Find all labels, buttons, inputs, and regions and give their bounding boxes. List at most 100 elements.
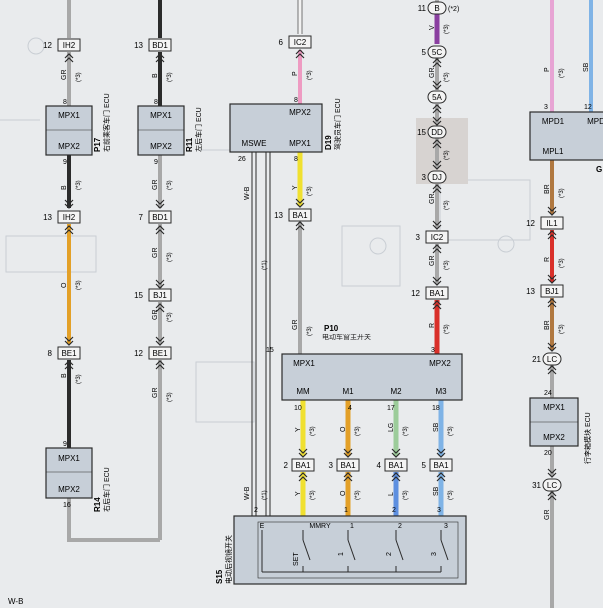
module-p17: MPX1 MPX2 P17 右前乘客车门 ECU bbox=[45, 93, 111, 156]
svg-text:BD1: BD1 bbox=[152, 213, 168, 222]
svg-text:(*1): (*1) bbox=[262, 260, 268, 270]
pin-label: M3 bbox=[435, 387, 447, 396]
module-code: R11 bbox=[185, 137, 194, 152]
port-label: MPX1 bbox=[543, 403, 565, 412]
svg-text:12: 12 bbox=[584, 104, 592, 111]
svg-text:3: 3 bbox=[437, 507, 441, 514]
junction: 5A bbox=[427, 90, 447, 104]
svg-text:26: 26 bbox=[238, 156, 246, 163]
svg-text:BR: BR bbox=[544, 320, 551, 330]
port-label: MPX1 bbox=[58, 111, 80, 120]
svg-text:IC2: IC2 bbox=[431, 233, 444, 242]
svg-text:GR: GR bbox=[429, 194, 436, 205]
module-code: D19 bbox=[324, 135, 333, 150]
svg-text:B: B bbox=[61, 185, 68, 190]
svg-text:(*3): (*3) bbox=[559, 188, 565, 198]
svg-text:(*3): (*3) bbox=[444, 260, 450, 270]
svg-text:O: O bbox=[340, 490, 347, 496]
switch-label: E bbox=[260, 523, 265, 530]
port-label: MPX1 bbox=[293, 359, 315, 368]
svg-text:GR: GR bbox=[152, 248, 159, 259]
svg-text:SB: SB bbox=[433, 486, 440, 496]
svg-text:20: 20 bbox=[544, 450, 552, 457]
svg-text:GR: GR bbox=[152, 180, 159, 191]
svg-text:SB: SB bbox=[583, 62, 590, 72]
svg-text:W-B: W-B bbox=[244, 486, 251, 500]
svg-text:(*3): (*3) bbox=[448, 490, 454, 500]
svg-text:(*3): (*3) bbox=[310, 490, 316, 500]
svg-text:P: P bbox=[292, 71, 299, 76]
svg-text:(*3): (*3) bbox=[559, 258, 565, 268]
switch-contacts bbox=[261, 530, 449, 573]
svg-text:9: 9 bbox=[63, 441, 67, 448]
svg-text:31: 31 bbox=[532, 481, 541, 490]
pin-numbers: 8 9 8 9 26 8 8 9 16 15 3 10 17 18 3 12 2… bbox=[63, 97, 592, 514]
svg-text:BA1: BA1 bbox=[295, 461, 311, 470]
svg-text:(*3): (*3) bbox=[167, 312, 173, 322]
svg-text:16: 16 bbox=[63, 502, 71, 509]
port-label: MSWE bbox=[242, 139, 267, 148]
svg-text:15: 15 bbox=[134, 291, 143, 300]
svg-text:P: P bbox=[544, 67, 551, 72]
module-p10: MPX1 MPX2 MM M1 M2 M3 P10 电动车窗主开关 bbox=[281, 324, 463, 401]
svg-text:GR: GR bbox=[544, 510, 551, 521]
module-desc: 电动后视镜开关 bbox=[224, 535, 233, 584]
svg-text:(*3): (*3) bbox=[355, 426, 361, 436]
svg-text:(*3): (*3) bbox=[167, 252, 173, 262]
port-label: MPX2 bbox=[58, 485, 80, 494]
module-code: P10 bbox=[324, 324, 339, 333]
module-desc: 行李箱模块 ECU bbox=[583, 412, 592, 464]
svg-text:(*3): (*3) bbox=[307, 186, 313, 196]
port-label: MPX1 bbox=[289, 139, 311, 148]
svg-text:(*3): (*3) bbox=[307, 326, 313, 336]
switch-label: 1 bbox=[350, 523, 354, 530]
svg-text:B: B bbox=[61, 373, 68, 378]
pin-label: M1 bbox=[342, 387, 354, 396]
svg-text:(*3): (*3) bbox=[448, 426, 454, 436]
svg-text:(*3): (*3) bbox=[403, 490, 409, 500]
svg-text:IC2: IC2 bbox=[294, 38, 307, 47]
svg-text:(*2): (*2) bbox=[448, 6, 459, 13]
svg-text:GR: GR bbox=[429, 68, 436, 79]
svg-text:IL1: IL1 bbox=[546, 219, 558, 228]
module-r11: MPX1 MPX2 R11 左后车门 ECU bbox=[137, 105, 203, 156]
switch-name: 2 bbox=[386, 552, 393, 556]
svg-text:(*3): (*3) bbox=[403, 426, 409, 436]
svg-text:8: 8 bbox=[294, 97, 298, 104]
svg-text:Y: Y bbox=[292, 185, 299, 190]
svg-text:R: R bbox=[544, 257, 551, 262]
svg-text:24: 24 bbox=[544, 390, 552, 397]
module-desc-wrap: 电动车窗主开关 bbox=[322, 334, 371, 341]
svg-text:(*3): (*3) bbox=[167, 180, 173, 190]
svg-text:5: 5 bbox=[422, 461, 427, 470]
module-desc: 驾驶员车门 ECU bbox=[333, 98, 342, 150]
svg-text:(*3): (*3) bbox=[76, 280, 82, 290]
svg-text:12: 12 bbox=[134, 349, 143, 358]
port-label: MPD bbox=[587, 117, 603, 126]
svg-text:(*3): (*3) bbox=[355, 490, 361, 500]
svg-text:DD: DD bbox=[431, 128, 443, 137]
module-desc: 左后车门 ECU bbox=[194, 107, 203, 152]
port-label: MPX2 bbox=[150, 142, 172, 151]
svg-text:BA1: BA1 bbox=[292, 211, 308, 220]
svg-text:BR: BR bbox=[544, 184, 551, 194]
module-g: MPD1 MPD MPL1 G bbox=[529, 111, 603, 174]
svg-text:BA1: BA1 bbox=[433, 461, 449, 470]
svg-text:12: 12 bbox=[43, 41, 52, 50]
switch-name: 1 bbox=[338, 552, 345, 556]
module-r14: MPX1 MPX2 R14 右后车门 ECU bbox=[45, 447, 111, 512]
